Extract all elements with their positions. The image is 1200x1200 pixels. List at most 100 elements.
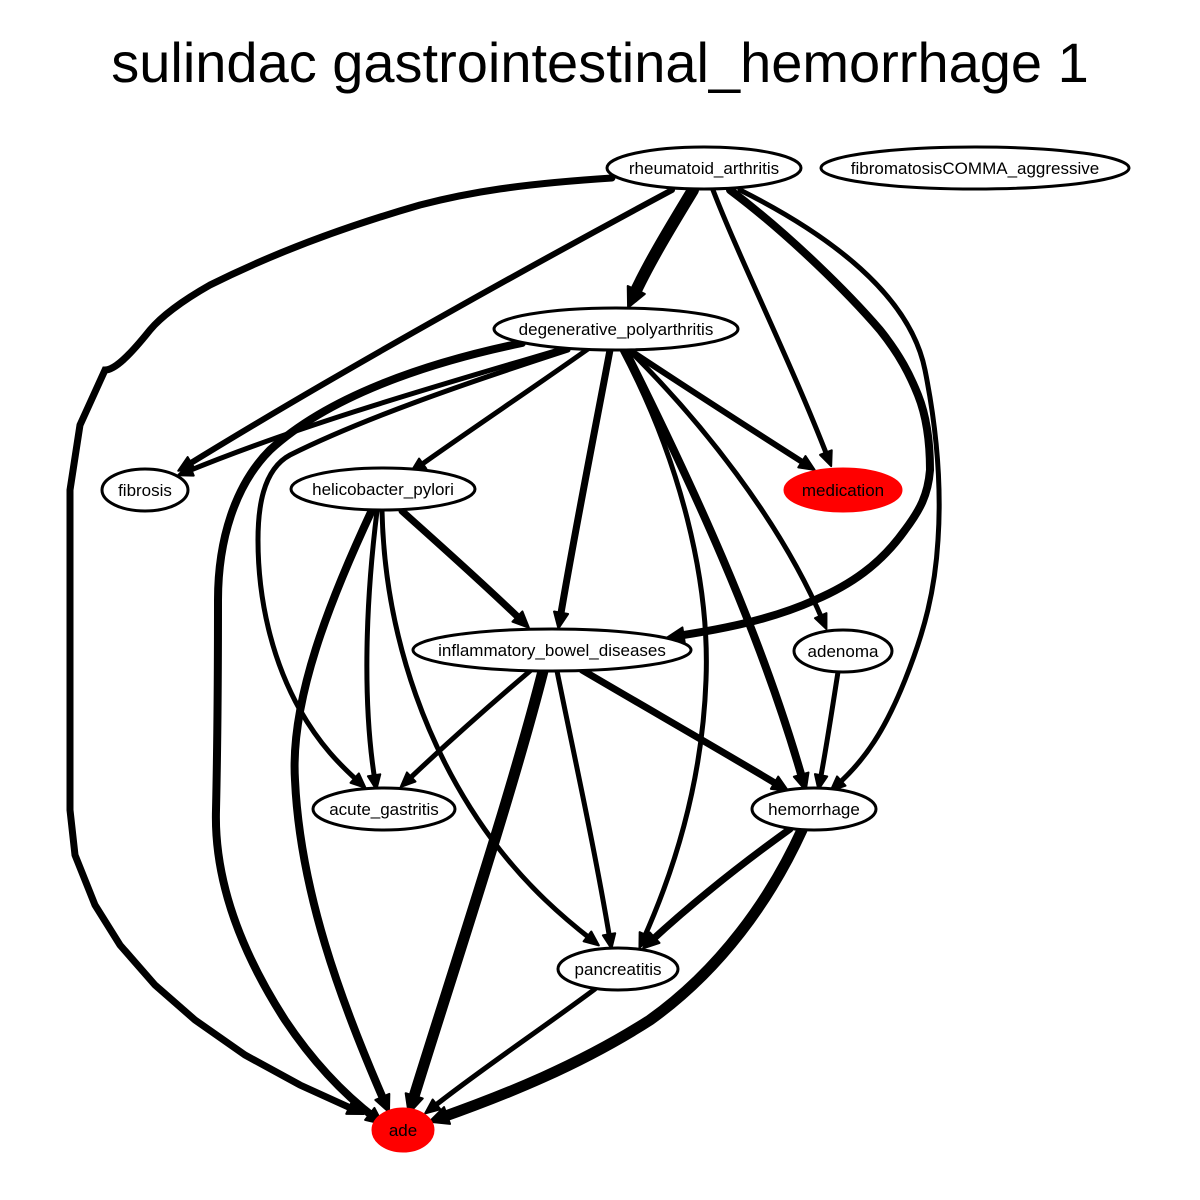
node-degenerative-polyarthritis-shape: [492, 306, 740, 352]
edge-pancreatitis-to-ade-arrowhead: [424, 1098, 442, 1115]
edge-helicobacter-pylori-to-pancreatitis-arrowhead: [582, 930, 600, 947]
edge-adenoma-to-hemorrhage-line: [817, 669, 841, 784]
node-fibrosis-label: fibrosis: [118, 481, 172, 500]
edge-helicobacter-pylori-to-pancreatitis: [379, 508, 600, 947]
node-inflammatory-bowel-diseases-label: inflammatory_bowel_diseases: [438, 641, 666, 660]
edge-degenerative-polyarthritis-to-medication-line: [625, 346, 810, 468]
edge-helicobacter-pylori-to-pancreatitis-line: [379, 508, 595, 943]
edge-helicobacter-pylori-to-inflammatory-bowel-diseases-arrowhead: [511, 610, 530, 629]
edge-inflammatory-bowel-diseases-to-acute-gastritis-arrowhead: [399, 771, 417, 788]
edge-rheumatoid-arthritis-to-hemorrhage-line: [737, 187, 942, 788]
node-adenoma-shape: [792, 628, 894, 674]
node-degenerative-polyarthritis-label: degenerative_polyarthritis: [519, 320, 714, 339]
edge-degenerative-polyarthritis-to-adenoma-line: [625, 346, 826, 624]
edge-inflammatory-bowel-diseases-to-acute-gastritis-line: [404, 668, 533, 784]
node-inflammatory-bowel-diseases-shape: [411, 627, 693, 673]
edge-inflammatory-bowel-diseases-to-ade: [404, 665, 549, 1115]
edge-degenerative-polyarthritis-to-medication: [625, 346, 816, 471]
edge-degenerative-polyarthritis-to-inflammatory-bowel-diseases-arrowhead: [553, 610, 570, 630]
node-helicobacter-pylori[interactable]: helicobacter_pylori: [289, 466, 477, 512]
edge-degenerative-polyarthritis-to-hemorrhage-arrowhead: [792, 771, 810, 792]
node-hemorrhage-label: hemorrhage: [768, 800, 860, 819]
edge-helicobacter-pylori-to-inflammatory-bowel-diseases: [398, 507, 530, 629]
edge-inflammatory-bowel-diseases-to-hemorrhage-arrowhead: [769, 775, 790, 792]
node-inflammatory-bowel-diseases[interactable]: inflammatory_bowel_diseases: [411, 627, 693, 673]
edge-degenerative-polyarthritis-to-medication-arrowhead: [797, 455, 816, 471]
edge-hemorrhage-to-pancreatitis-line: [646, 825, 794, 946]
edge-hemorrhage-to-ade-arrowhead: [428, 1106, 452, 1125]
edge-degenerative-polyarthritis-to-fibrosis-line: [183, 346, 565, 475]
edge-degenerative-polyarthritis-to-ade-line: [211, 339, 526, 1122]
node-acute-gastritis-shape: [311, 786, 457, 832]
edge-degenerative-polyarthritis-to-helicobacter-pylori-line: [415, 346, 591, 470]
edge-degenerative-polyarthritis-to-inflammatory-bowel-diseases-line: [556, 346, 614, 623]
node-pancreatitis-shape: [556, 946, 680, 992]
edge-adenoma-to-hemorrhage: [813, 669, 841, 791]
edge-rheumatoid-arthritis-to-medication-line: [710, 187, 831, 461]
node-helicobacter-pylori-shape: [289, 466, 477, 512]
edge-hemorrhage-to-ade-line: [434, 824, 808, 1124]
edge-degenerative-polyarthritis-to-acute-gastritis-arrowhead: [349, 772, 367, 789]
edge-hemorrhage-to-pancreatitis: [641, 825, 794, 950]
edge-degenerative-polyarthritis-to-fibrosis: [176, 346, 565, 477]
edge-degenerative-polyarthritis-to-hemorrhage: [621, 346, 810, 792]
edge-inflammatory-bowel-diseases-to-hemorrhage: [578, 666, 790, 792]
edge-helicobacter-pylori-to-acute-gastritis-arrowhead: [366, 773, 382, 791]
node-adenoma[interactable]: adenoma: [792, 628, 894, 674]
edge-rheumatoid-arthritis-to-degenerative-polyarthritis: [626, 184, 699, 309]
edge-helicobacter-pylori-to-acute-gastritis-line: [364, 508, 380, 784]
graph-title: sulindac gastrointestinal_hemorrhage 1: [111, 31, 1089, 94]
edge-degenerative-polyarthritis-to-acute-gastritis: [255, 347, 571, 789]
nodes-layer: rheumatoid_arthritis fibromatosisCOMMA_ag…: [100, 145, 1131, 1153]
edges-layer: [66, 174, 942, 1126]
node-medication[interactable]: medication: [783, 467, 903, 513]
node-degenerative-polyarthritis[interactable]: degenerative_polyarthritis: [492, 306, 740, 352]
node-adenoma-label: adenoma: [808, 642, 879, 661]
edge-degenerative-polyarthritis-to-hemorrhage-line: [621, 346, 807, 785]
edge-helicobacter-pylori-to-ade-arrowhead: [374, 1092, 391, 1114]
edge-degenerative-polyarthritis-to-adenoma-arrowhead: [813, 612, 828, 630]
node-fibromatosis-aggressive-label: fibromatosisCOMMA_aggressive: [851, 159, 1099, 178]
edge-inflammatory-bowel-diseases-to-pancreatitis: [554, 668, 617, 950]
edge-rheumatoid-arthritis-to-ade-line: [66, 174, 616, 1114]
node-fibromatosis-aggressive[interactable]: fibromatosisCOMMA_aggressive: [819, 145, 1131, 191]
edge-degenerative-polyarthritis-to-adenoma: [625, 346, 828, 630]
edge-pancreatitis-to-ade-line: [429, 986, 598, 1111]
node-rheumatoid-arthritis-label: rheumatoid_arthritis: [629, 159, 779, 178]
edge-hemorrhage-to-pancreatitis-arrowhead: [641, 931, 661, 950]
edge-rheumatoid-arthritis-to-degenerative-polyarthritis-line: [627, 184, 699, 303]
edge-degenerative-polyarthritis-to-pancreatitis-line: [619, 347, 709, 943]
edge-pancreatitis-to-ade: [424, 986, 598, 1115]
edge-helicobacter-pylori-to-inflammatory-bowel-diseases-line: [398, 507, 526, 625]
edge-degenerative-polyarthritis-to-acute-gastritis-line: [255, 347, 571, 785]
node-hemorrhage-shape: [750, 786, 878, 832]
edge-rheumatoid-arthritis-to-fibrosis-line: [183, 187, 675, 469]
edge-rheumatoid-arthritis-to-medication: [710, 187, 833, 468]
node-acute-gastritis[interactable]: acute_gastritis: [311, 786, 457, 832]
node-medication-shape: [783, 467, 903, 513]
node-fibromatosis-aggressive-shape: [819, 145, 1131, 191]
edge-inflammatory-bowel-diseases-to-ade-line: [406, 665, 549, 1109]
node-fibrosis[interactable]: fibrosis: [100, 467, 190, 513]
node-pancreatitis-label: pancreatitis: [575, 960, 662, 979]
node-ade-label: ade: [389, 1121, 417, 1140]
edge-helicobacter-pylori-to-ade-line: [290, 506, 389, 1107]
edge-inflammatory-bowel-diseases-to-acute-gastritis: [399, 668, 533, 788]
edge-helicobacter-pylori-to-ade: [290, 506, 391, 1114]
edge-rheumatoid-arthritis-to-medication-arrowhead: [819, 449, 833, 468]
edge-helicobacter-pylori-to-acute-gastritis: [364, 508, 382, 791]
edge-degenerative-polyarthritis-to-fibrosis-arrowhead: [176, 463, 195, 477]
node-ade[interactable]: ade: [371, 1107, 435, 1153]
node-hemorrhage[interactable]: hemorrhage: [750, 786, 878, 832]
node-rheumatoid-arthritis[interactable]: rheumatoid_arthritis: [605, 145, 803, 191]
edge-rheumatoid-arthritis-to-degenerative-polyarthritis-arrowhead: [626, 284, 646, 309]
node-ade-shape: [371, 1107, 435, 1153]
edge-hemorrhage-to-ade: [428, 824, 808, 1125]
edge-inflammatory-bowel-diseases-to-pancreatitis-line: [554, 668, 613, 943]
edge-rheumatoid-arthritis-to-inflammatory-bowel-diseases-line: [673, 186, 935, 640]
edge-degenerative-polyarthritis-to-inflammatory-bowel-diseases: [553, 346, 614, 630]
node-helicobacter-pylori-label: helicobacter_pylori: [312, 480, 454, 499]
node-pancreatitis[interactable]: pancreatitis: [556, 946, 680, 992]
node-rheumatoid-arthritis-shape: [605, 145, 803, 191]
